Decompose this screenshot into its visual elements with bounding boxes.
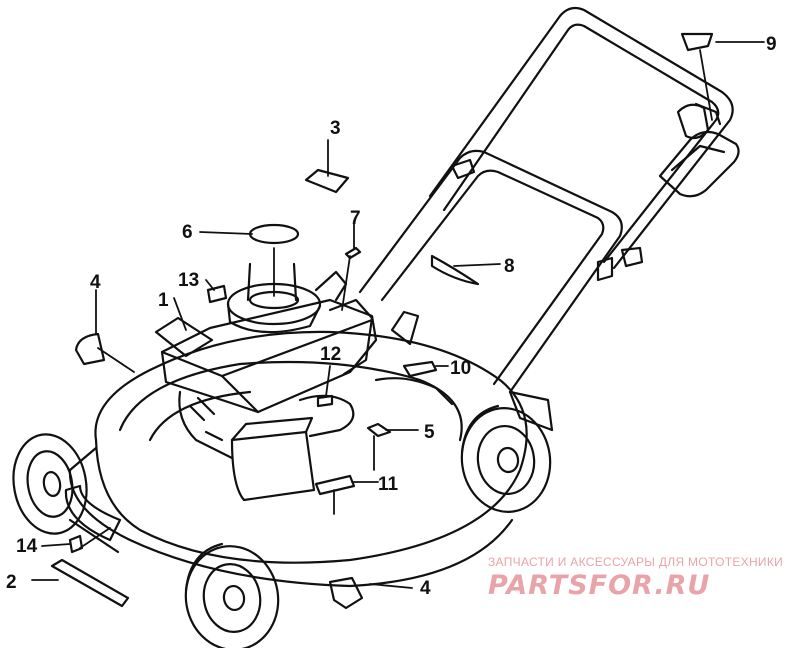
decal-10	[402, 360, 438, 378]
decal-6	[248, 223, 300, 245]
callout-13: 13	[178, 270, 199, 291]
callout-4-bottom: 4	[420, 578, 431, 599]
watermark-brand: PARTSFOR.RU	[488, 570, 710, 601]
throttle-control	[658, 130, 740, 198]
engine	[160, 262, 454, 502]
callout-1: 1	[158, 290, 169, 311]
decal-13	[206, 284, 228, 304]
wheel-front-right	[184, 542, 280, 648]
rear-flap	[508, 390, 554, 432]
decal-9	[680, 32, 714, 52]
wheel-rear-right	[460, 404, 552, 513]
decal-14	[68, 534, 84, 554]
decal-1	[154, 316, 214, 358]
decal-parts	[50, 32, 714, 610]
decal-5	[366, 422, 392, 438]
callout-8: 8	[504, 256, 515, 277]
callout-6: 6	[182, 222, 193, 243]
callout-10: 10	[450, 358, 471, 379]
callout-numbers: 1 2 3 4 4 5 6 7 8 9 10 11 12 13 14	[6, 34, 777, 599]
callout-2: 2	[6, 572, 17, 593]
callout-5: 5	[424, 422, 435, 443]
decal-3	[304, 168, 350, 194]
wheel-front-left	[12, 433, 88, 535]
watermark-tagline: ЗАПЧАСТИ И АКСЕССУАРЫ ДЛЯ МОТОТЕХНИКИ	[488, 555, 783, 569]
watermark: ЗАПЧАСТИ И АКСЕССУАРЫ ДЛЯ МОТОТЕХНИКИ PA…	[488, 555, 783, 601]
decal-4-top	[74, 332, 106, 366]
callout-7: 7	[350, 208, 361, 229]
decal-12	[316, 394, 334, 408]
decal-2	[50, 558, 130, 608]
callout-12: 12	[320, 344, 341, 365]
callout-14: 14	[16, 536, 38, 557]
decal-11	[314, 474, 356, 496]
callout-9: 9	[766, 34, 777, 55]
leader-lines	[31, 41, 765, 589]
decal-7	[344, 246, 362, 260]
callout-11: 11	[378, 474, 399, 495]
callout-3: 3	[330, 118, 341, 139]
handle-assembly	[358, 6, 740, 394]
decal-8	[430, 254, 480, 286]
callout-4-top: 4	[90, 272, 101, 293]
decal-4-bottom	[328, 576, 364, 610]
